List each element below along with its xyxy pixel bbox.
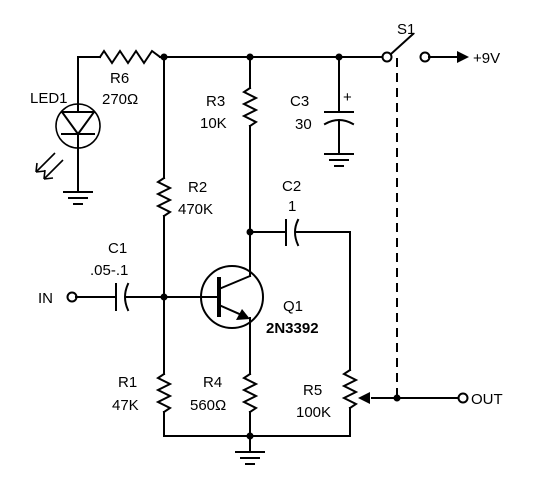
r4-value-label: 560Ω xyxy=(190,397,226,414)
c3-ref-label: C3 xyxy=(290,93,309,110)
supply-arrow-icon xyxy=(457,51,469,63)
input-label: IN xyxy=(38,290,53,307)
supply-label: +9V xyxy=(473,50,500,67)
s1-ref-label: S1 xyxy=(397,21,415,38)
r6-resistor xyxy=(98,49,162,65)
led-symbol xyxy=(55,56,101,193)
c3-value-label: 30 xyxy=(295,116,312,133)
led1-ref-label: LED1 xyxy=(30,90,68,107)
c3-capacitor xyxy=(323,56,355,155)
r2-resistor xyxy=(155,176,173,218)
r4-resistor xyxy=(241,372,259,414)
r2-value-label: 470K xyxy=(178,201,213,218)
s1-switch-contact xyxy=(381,51,393,63)
ground-symbol xyxy=(235,451,265,465)
r6-value-label: 270Ω xyxy=(102,91,138,108)
r5-ref-label: R5 xyxy=(303,382,322,399)
c2-value-label: 1 xyxy=(288,198,296,215)
ground-symbol xyxy=(324,153,354,167)
r5-potentiometer xyxy=(341,368,359,410)
c1-ref-label: C1 xyxy=(108,240,127,257)
c3-polarity-label: + xyxy=(343,89,352,106)
led-light-arrows-icon xyxy=(35,152,64,180)
r3-ref-label: R3 xyxy=(206,93,225,110)
r3-resistor xyxy=(241,86,259,128)
r5-wiper-arrow-icon xyxy=(358,392,370,404)
r1-ref-label: R1 xyxy=(118,374,137,391)
s1-switch-lever xyxy=(389,32,415,56)
c2-ref-label: C2 xyxy=(282,178,301,195)
q1-transistor xyxy=(200,265,264,329)
c2-wire xyxy=(295,231,351,371)
r2-ref-label: R2 xyxy=(188,179,207,196)
r6-ref-label: R6 xyxy=(110,70,129,87)
r4-ref-label: R4 xyxy=(203,374,222,391)
ground-symbol xyxy=(63,191,93,205)
junction-dot xyxy=(393,394,401,402)
r3-value-label: 10K xyxy=(200,115,227,132)
r5-value-label: 100K xyxy=(296,404,331,421)
c1-value-label: .05-.1 xyxy=(90,262,128,279)
output-label: OUT xyxy=(471,391,503,408)
q1-ref-label: Q1 xyxy=(283,298,303,315)
r1-resistor xyxy=(155,372,173,414)
q1-value-label: 2N3392 xyxy=(266,320,319,337)
output-terminal xyxy=(457,392,469,404)
r1-value-label: 47K xyxy=(112,397,139,414)
